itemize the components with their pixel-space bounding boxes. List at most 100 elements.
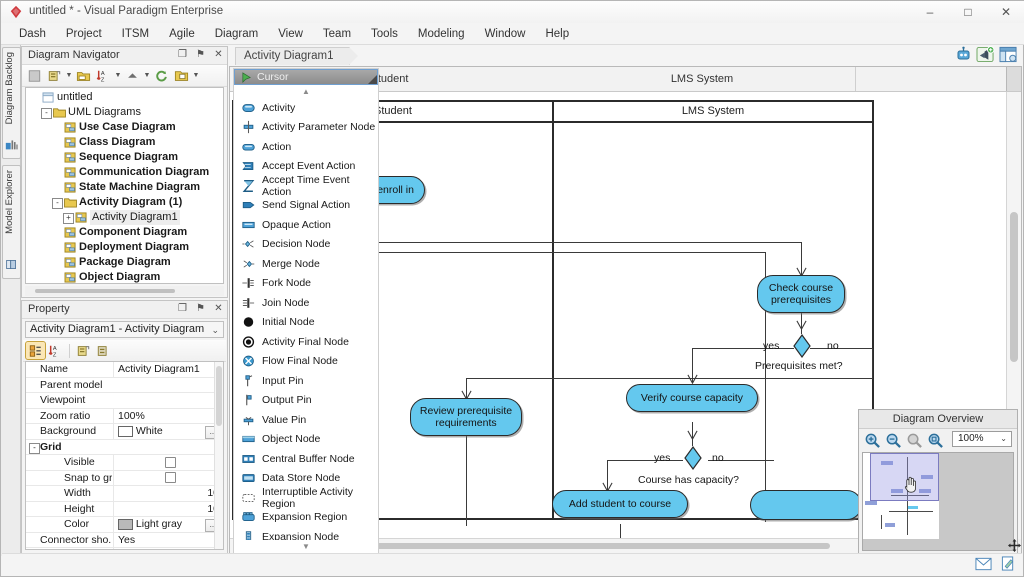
- palette-scroll-down-button[interactable]: ▼: [234, 540, 378, 553]
- maximize-button[interactable]: □: [964, 5, 972, 19]
- action-verify-capacity[interactable]: Verify course capacity: [626, 384, 758, 412]
- property-checkbox[interactable]: [165, 456, 176, 468]
- zoom-fit-icon[interactable]: [926, 431, 945, 450]
- action-capacity-no-branch[interactable]: [750, 490, 862, 520]
- property-value-color-cell[interactable]: Light gray...: [113, 517, 223, 532]
- palette-item-output-pin[interactable]: Output Pin: [234, 391, 378, 411]
- property-pin-icon[interactable]: ⚑: [196, 303, 205, 314]
- close-button[interactable]: ✕: [1000, 5, 1012, 19]
- property-checkbox[interactable]: [165, 472, 176, 484]
- action-add-student[interactable]: Add student to course: [552, 490, 688, 518]
- tree-item-untitled[interactable]: untitled: [26, 90, 223, 105]
- palette-item-input-pin[interactable]: Input Pin: [234, 371, 378, 391]
- announcement-add-icon[interactable]: [976, 45, 995, 66]
- tree-item-component-diagram[interactable]: Component Diagram: [26, 225, 223, 240]
- palette-item-object-node[interactable]: Object Node: [234, 430, 378, 450]
- property-row-connector-sho[interactable]: Connector sho...Yes: [26, 532, 223, 548]
- property-value-checkbox-cell[interactable]: [113, 455, 223, 470]
- properties-options-icon[interactable]: [94, 342, 113, 359]
- tree-item-state-machine-diagram[interactable]: State Machine Diagram: [26, 180, 223, 195]
- swimlane-lms-system[interactable]: LMS System: [552, 100, 874, 520]
- new-from-template-icon[interactable]: [45, 67, 64, 84]
- edit-note-icon[interactable]: [1000, 556, 1016, 574]
- tree-item-activity-diagram-1[interactable]: -Activity Diagram (1): [26, 195, 223, 210]
- menu-item-dash[interactable]: Dash: [19, 27, 46, 40]
- tab-activity-diagram1[interactable]: Activity Diagram1: [235, 47, 359, 65]
- property-row-visible[interactable]: Visible: [26, 455, 223, 471]
- decision-node-capacity[interactable]: [684, 446, 702, 470]
- tree-item-object-diagram[interactable]: Object Diagram: [26, 270, 223, 283]
- property-row-color[interactable]: Color Light gray...: [26, 517, 223, 533]
- property-row-connector-style[interactable]: Connector styleOblique: [26, 548, 223, 549]
- palette-item-expansion-region[interactable]: Expansion Region: [234, 508, 378, 528]
- palette-item-decision-node[interactable]: Decision Node: [234, 235, 378, 255]
- palette-item-opaque-action[interactable]: Opaque Action: [234, 215, 378, 235]
- sidebar-tab-model-explorer[interactable]: Model Explorer: [2, 165, 21, 279]
- palette-item-merge-node[interactable]: Merge Node: [234, 254, 378, 274]
- minimize-button[interactable]: –: [926, 5, 934, 19]
- zoom-level-select[interactable]: 100% ⌄: [952, 431, 1012, 447]
- property-row-viewpoint[interactable]: Viewpoint: [26, 393, 223, 409]
- tree-hscrollbar[interactable]: [25, 286, 224, 296]
- navigator-close-icon[interactable]: ✕: [214, 49, 223, 60]
- menu-item-help[interactable]: Help: [545, 27, 570, 40]
- palette-resize-handle[interactable]: [368, 75, 377, 84]
- action-review-prerequisites[interactable]: Review prerequisite requirements: [410, 398, 522, 436]
- palette-item-activity-final-node[interactable]: Activity Final Node: [234, 332, 378, 352]
- tree-item-use-case-diagram[interactable]: Use Case Diagram: [26, 120, 223, 135]
- property-row-parent-model[interactable]: Parent model: [26, 378, 223, 393]
- layout-panel-icon[interactable]: [999, 46, 1018, 66]
- property-value-checkbox-cell[interactable]: [113, 470, 223, 485]
- tree-item-deployment-diagram[interactable]: Deployment Diagram: [26, 240, 223, 255]
- palette-item-send-signal-action[interactable]: Send Signal Action: [234, 196, 378, 216]
- tree-item-communication-diagram[interactable]: Communication Diagram: [26, 165, 223, 180]
- sidebar-tab-diagram-backlog[interactable]: Diagram Backlog: [2, 47, 21, 159]
- palette-selected-tool[interactable]: Cursor: [234, 69, 378, 85]
- tree-toggle-icon[interactable]: -: [41, 108, 52, 119]
- decision-node-prerequisites[interactable]: [793, 334, 811, 358]
- tree-item-activity-diagram1[interactable]: +Activity Diagram1: [26, 210, 223, 225]
- navigator-pin-icon[interactable]: ⚑: [196, 49, 205, 60]
- refresh-icon[interactable]: [152, 67, 171, 84]
- tree-item-uml-diagrams[interactable]: -UML Diagrams: [26, 105, 223, 120]
- open-folder-icon[interactable]: [74, 67, 93, 84]
- open-diagram-icon[interactable]: [172, 67, 191, 84]
- tree-item-package-diagram[interactable]: Package Diagram: [26, 255, 223, 270]
- palette-item-accept-time-event-action[interactable]: Accept Time Event Action: [234, 174, 378, 198]
- property-row-grid[interactable]: -Grid: [26, 440, 223, 455]
- tree-toggle-icon[interactable]: -: [52, 198, 63, 209]
- menu-item-team[interactable]: Team: [322, 27, 352, 40]
- property-value-color-cell[interactable]: White...: [113, 424, 223, 439]
- palette-item-join-node[interactable]: Join Node: [234, 293, 378, 313]
- tree-item-class-diagram[interactable]: Class Diagram: [26, 135, 223, 150]
- palette-item-initial-node[interactable]: Initial Node: [234, 313, 378, 333]
- open-spec-icon[interactable]: [74, 342, 93, 359]
- menu-item-agile[interactable]: Agile: [169, 27, 195, 40]
- collapse-up-icon[interactable]: [123, 67, 142, 84]
- canvas-horizontal-scrollbar[interactable]: [230, 538, 1007, 553]
- menu-item-project[interactable]: Project: [65, 27, 102, 40]
- menu-item-modeling[interactable]: Modeling: [417, 27, 465, 40]
- collapse-dropdown-icon[interactable]: ▼: [143, 72, 151, 79]
- property-group-toggle[interactable]: -: [29, 442, 40, 454]
- zoom-in-icon[interactable]: [863, 431, 882, 450]
- palette-item-interruptible-activity-region[interactable]: Interruptible Activity Region: [234, 486, 378, 510]
- menu-item-window[interactable]: Window: [484, 27, 526, 40]
- palette-item-fork-node[interactable]: Fork Node: [234, 274, 378, 294]
- action-check-prerequisites[interactable]: Check course prerequisites: [757, 275, 845, 313]
- property-row-background[interactable]: Background White...: [26, 424, 223, 440]
- palette-item-value-pin[interactable]: Value Pin: [234, 410, 378, 430]
- palette-item-activity-parameter-node[interactable]: Activity Parameter Node: [234, 118, 378, 138]
- palette-item-data-store-node[interactable]: Data Store Node: [234, 469, 378, 489]
- new-from-template-dropdown-icon[interactable]: ▼: [65, 72, 73, 79]
- overview-viewport-rect[interactable]: [870, 453, 939, 501]
- palette-item-action[interactable]: Action: [234, 137, 378, 157]
- palette-item-expansion-node[interactable]: Expansion Node: [234, 527, 378, 540]
- zoom-out-icon[interactable]: [884, 431, 903, 450]
- new-diagram-icon[interactable]: [25, 67, 44, 84]
